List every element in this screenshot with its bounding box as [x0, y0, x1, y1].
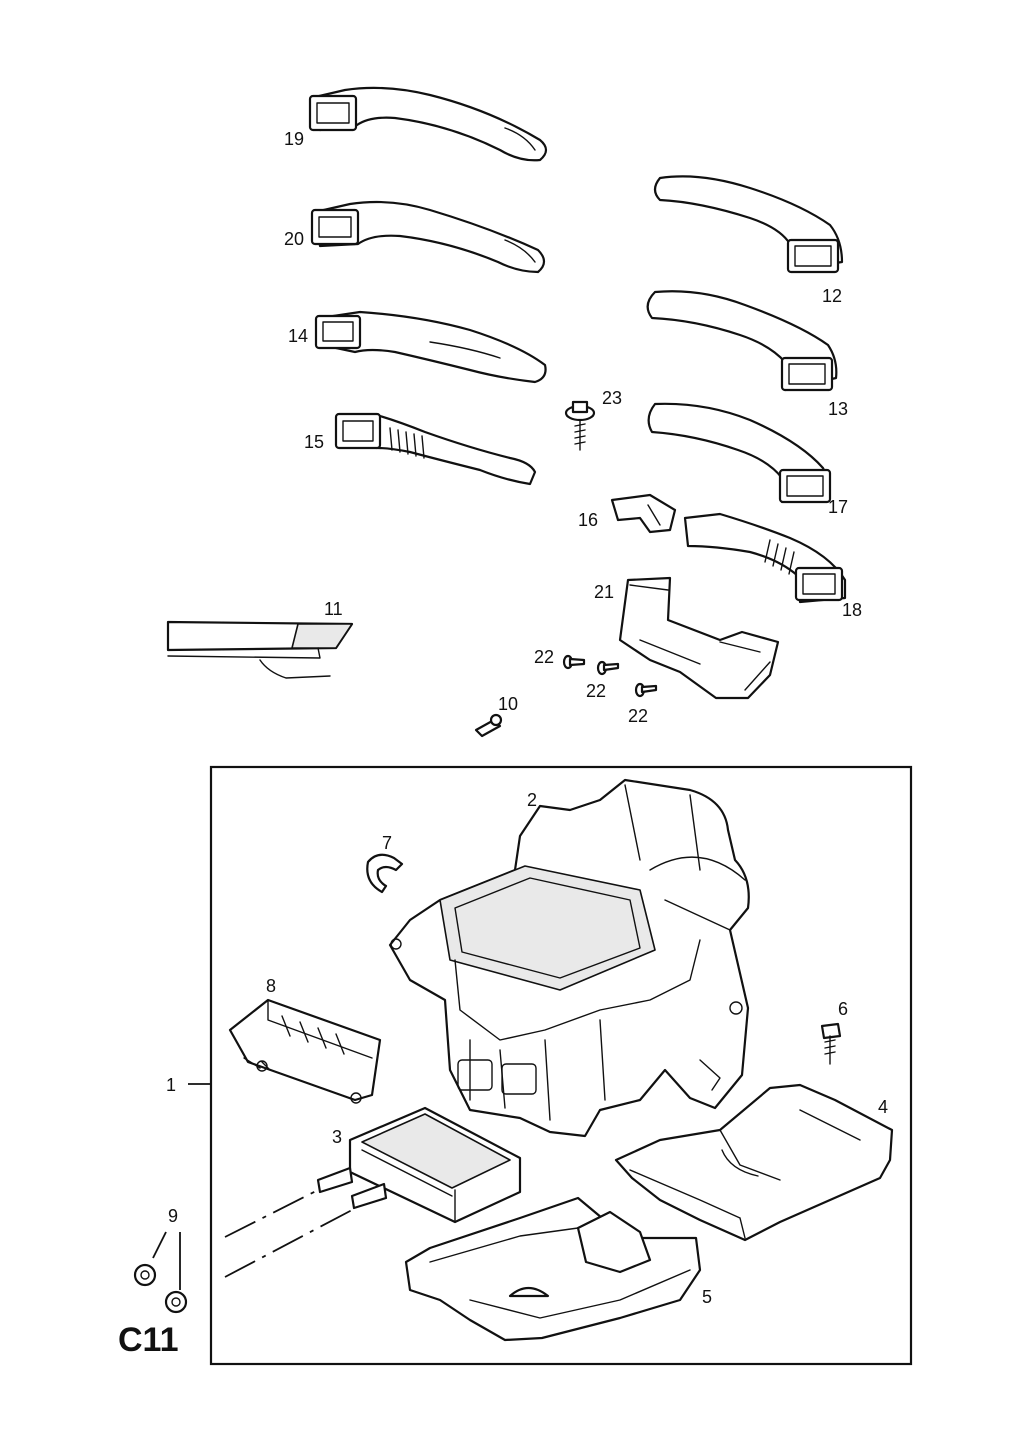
callout-7: 7: [382, 833, 392, 853]
callout-20: 20: [284, 229, 304, 249]
part-10-screw: [474, 713, 503, 738]
part-12-duct: [653, 175, 844, 274]
part-9-nuts: [133, 1263, 188, 1314]
callout-22-b: 22: [586, 681, 606, 701]
callout-15: 15: [304, 432, 324, 452]
part-16-clip: [610, 493, 677, 534]
part-13-duct: [646, 290, 838, 392]
callout-23: 23: [602, 388, 622, 408]
part-7-clip: [366, 853, 404, 894]
callout-4: 4: [878, 1097, 888, 1117]
callout-11: 11: [324, 599, 343, 619]
assembly-frame: [209, 765, 913, 1366]
part-6-screw: [820, 1022, 842, 1065]
callout-1: 1: [166, 1075, 176, 1095]
part-21-duct: [618, 576, 780, 700]
part-5-cover: [404, 1196, 702, 1342]
callout-18: 18: [842, 600, 862, 620]
part-11-seal-strip: [166, 620, 354, 679]
callout-9: 9: [168, 1206, 178, 1226]
callout-17: 17: [828, 497, 848, 517]
callout-8: 8: [266, 976, 276, 996]
part-20-duct: [310, 200, 546, 274]
part-22-rivets: [562, 654, 658, 698]
part-23-screw: [564, 400, 596, 451]
callout-5: 5: [702, 1287, 712, 1307]
callout-10: 10: [498, 694, 518, 714]
part-18-duct: [683, 512, 847, 604]
callout-2: 2: [527, 790, 537, 810]
callout-12: 12: [822, 286, 842, 306]
part-19-duct: [308, 86, 548, 162]
callout-3: 3: [332, 1127, 342, 1147]
part-15-duct: [334, 412, 537, 486]
callout-6: 6: [838, 999, 848, 1019]
part-14-duct: [314, 310, 547, 384]
part-3-heater-core: [316, 1106, 522, 1224]
part-2-heater-housing: [388, 778, 750, 1138]
diagram-code: C11: [118, 1321, 179, 1359]
callout-13: 13: [828, 399, 848, 419]
part-17-duct: [647, 402, 832, 504]
callout-22-c: 22: [628, 706, 648, 726]
callout-14: 14: [288, 326, 308, 346]
callout-21: 21: [594, 582, 614, 602]
part-8-flap: [228, 998, 382, 1104]
part-4-duct: [614, 1083, 894, 1242]
callout-22-a: 22: [534, 647, 554, 667]
callout-16: 16: [578, 510, 598, 530]
callout-19: 19: [284, 129, 304, 149]
